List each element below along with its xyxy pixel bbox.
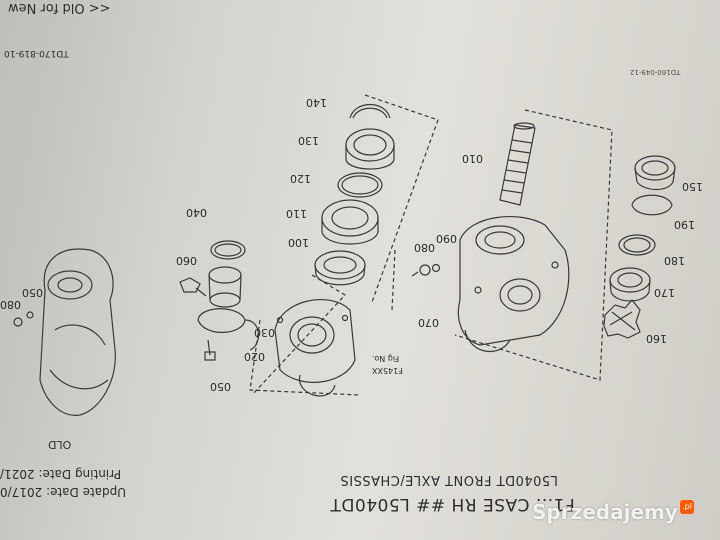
part-number: 140 xyxy=(306,96,327,109)
part-number: 050 xyxy=(22,286,43,299)
old-housing-drawing xyxy=(13,248,116,416)
part-number: 040 xyxy=(186,206,207,219)
watermark-logo: Sprzedajemy xyxy=(532,500,678,524)
part-number: 110 xyxy=(286,207,307,220)
part-number: 190 xyxy=(674,218,695,231)
part-number: 070 xyxy=(418,316,439,329)
part-number: 050 xyxy=(210,380,231,393)
part-number: 150 xyxy=(682,180,703,193)
watermark-badge: .pl xyxy=(680,500,694,514)
part-number: 030 xyxy=(254,326,275,339)
part-number: 080 xyxy=(0,298,21,311)
part-number: 010 xyxy=(462,152,483,165)
part-number: 180 xyxy=(664,254,685,267)
part-number: 060 xyxy=(176,254,197,267)
part-number: 120 xyxy=(290,172,311,185)
part-number: 100 xyxy=(288,236,309,249)
part-number: 080 xyxy=(414,241,435,254)
part-number: 170 xyxy=(654,286,675,299)
part-number: 160 xyxy=(646,332,667,345)
part-number: 020 xyxy=(244,350,265,363)
part-number: 090 xyxy=(436,232,457,245)
part-number: 130 xyxy=(298,134,319,147)
